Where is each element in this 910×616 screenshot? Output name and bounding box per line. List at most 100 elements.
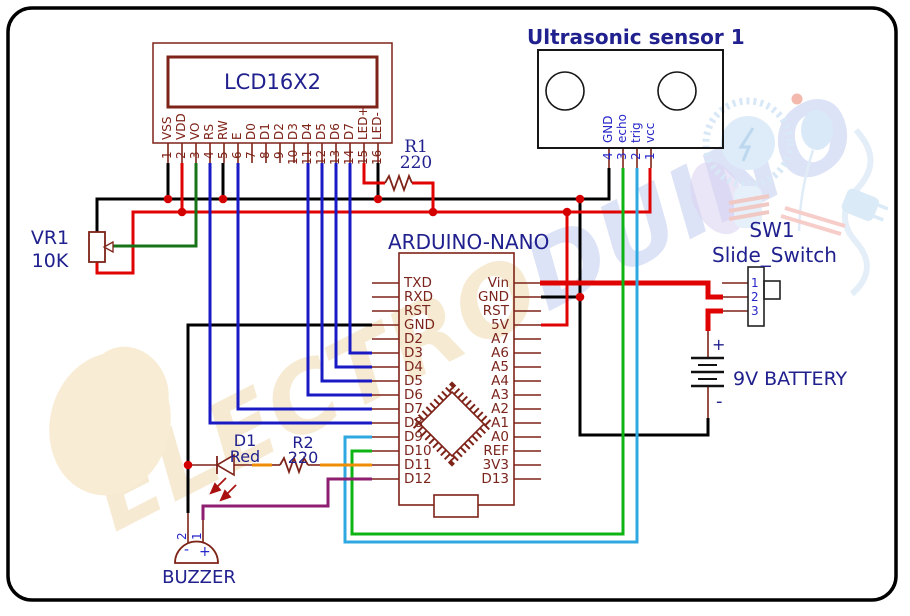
ultrasonic-pin-label: echo	[615, 114, 629, 143]
arduino-pin-label: TXD	[404, 275, 432, 291]
sw1-pin-number: 3	[751, 304, 759, 318]
cable-squiggle-icon	[841, 127, 874, 297]
switch-knob	[763, 280, 781, 300]
wires	[95, 163, 723, 544]
arduino-pin-label: A0	[491, 429, 509, 445]
ultrasonic-pin-label: trig	[629, 122, 643, 143]
lcd-pin-number: 8	[258, 151, 272, 159]
led-emission-arrows	[209, 477, 237, 502]
lcd-pin-label: D6	[328, 123, 342, 140]
arduino-pin-label: D8	[404, 415, 423, 431]
lcd-pin-label: D1	[258, 123, 272, 140]
wire-buzzer	[201, 477, 372, 520]
lcd-pin-number: 2	[174, 151, 188, 159]
usb-connector	[433, 494, 479, 518]
lcd-pin-number: 16	[370, 149, 384, 165]
sw1-pin-number: 1	[751, 276, 759, 290]
battery-minus: -	[716, 391, 723, 412]
vr1-ref: VR1	[30, 227, 70, 249]
wire-echo	[350, 168, 625, 536]
r1-value: 220	[399, 153, 433, 173]
arduino-pin-label: D3	[404, 345, 423, 361]
vr1-value: 10K	[31, 250, 69, 272]
ultrasonic-pin-label: vcc	[643, 122, 657, 143]
lcd-pin-number: 3	[188, 151, 202, 159]
arduino-pin-label: GND	[404, 317, 435, 333]
arduino-pin-label: D10	[404, 443, 432, 459]
arduino-pin-label: A5	[491, 359, 509, 375]
ultrasonic-symbol	[537, 49, 724, 149]
arduino-pin-label: A2	[491, 401, 509, 417]
sw1-type: Slide_Switch	[712, 243, 837, 267]
ultrasonic-title: Ultrasonic sensor 1	[527, 25, 745, 49]
lcd-pin-number: 1	[160, 151, 174, 159]
lcd-pin-label: D0	[244, 123, 258, 140]
lightbulb-gear-icon	[702, 97, 794, 189]
arduino-title: ARDUINO-NANO	[388, 230, 550, 254]
buzzer-pin-number: 1	[190, 532, 204, 540]
potentiometer-symbol	[88, 231, 114, 263]
arduino-pin-label: RST	[404, 303, 431, 319]
lcd-title: LCD16X2	[223, 70, 321, 94]
r2-value: 220	[287, 448, 319, 467]
ultrasonic-pin-number: 2	[629, 152, 643, 160]
lcd-pin-number: 13	[328, 149, 342, 165]
lcd-pin-label: VDD	[174, 113, 188, 140]
watermark-shapes	[49, 93, 889, 496]
balloon-icon	[801, 110, 833, 150]
arduino-pin-label: RST	[482, 303, 509, 319]
transducer-right	[657, 71, 697, 111]
wire-lcd-data	[208, 163, 372, 425]
buzzer-pin-number: 2	[175, 532, 189, 540]
d1-value: Red	[229, 447, 261, 466]
arduino-pin-label: A4	[491, 373, 509, 389]
arduino-pin-label: REF	[483, 443, 509, 459]
arduino-pin-label: GND	[478, 289, 509, 305]
lcd-pin-label: RW	[216, 120, 230, 140]
arduino-pin-label: 5V	[491, 317, 509, 333]
lcd-pin-label: VO	[188, 122, 202, 140]
d1-ref: D1	[233, 431, 257, 450]
battery-symbol	[691, 356, 724, 388]
arduino-pin-label: D12	[404, 471, 432, 487]
arduino-pin-label: D6	[404, 387, 423, 403]
sw1-ref: SW1	[749, 218, 795, 242]
battery-plus: +	[712, 335, 726, 354]
ultrasonic-pin-number: 4	[601, 152, 615, 160]
arduino-pin-label: A1	[491, 415, 509, 431]
lcd-pin-label: D5	[314, 123, 328, 140]
lcd-pin-number: 15	[356, 149, 370, 165]
lcd-pin-label: D7	[342, 123, 356, 140]
wiper-arrow-icon	[102, 240, 114, 254]
lcd-pin-number: 7	[244, 151, 258, 159]
lcd-pin-label: RS	[202, 124, 216, 140]
lcd-pin-number: 4	[202, 151, 216, 159]
arduino-pin-label: A7	[491, 331, 509, 347]
buzzer-symbol	[174, 540, 219, 564]
pin-stubs	[167, 143, 748, 545]
mcu-chip	[418, 390, 486, 458]
lcd-pin-number: 14	[342, 149, 356, 165]
arduino-pin-label: A3	[491, 387, 509, 403]
ultrasonic-pin-number: 1	[643, 152, 657, 160]
r1-ref: R1	[404, 137, 428, 157]
sw1-pin-number: 2	[751, 290, 759, 304]
wire-ground	[95, 163, 710, 513]
arduino-pin-label: D13	[481, 471, 509, 487]
lcd-pin-number: 10	[286, 149, 300, 165]
junction-dots	[163, 194, 585, 470]
ultrasonic-pin-number: 3	[615, 152, 629, 160]
arduino-pin-label: D2	[404, 331, 423, 347]
wire-power	[95, 163, 652, 327]
arduino-pin-label: Vin	[487, 275, 509, 291]
lcd-symbol	[152, 42, 393, 144]
resistor-r2-symbol	[279, 455, 309, 475]
buzzer-label: BUZZER	[162, 567, 236, 588]
arduino-pin-label: D9	[404, 429, 423, 445]
plug-icon	[841, 188, 889, 222]
arduino-pin-label: A6	[491, 345, 509, 361]
lcd-pin-number: 5	[216, 151, 230, 159]
slide-switch-symbol	[747, 266, 781, 327]
